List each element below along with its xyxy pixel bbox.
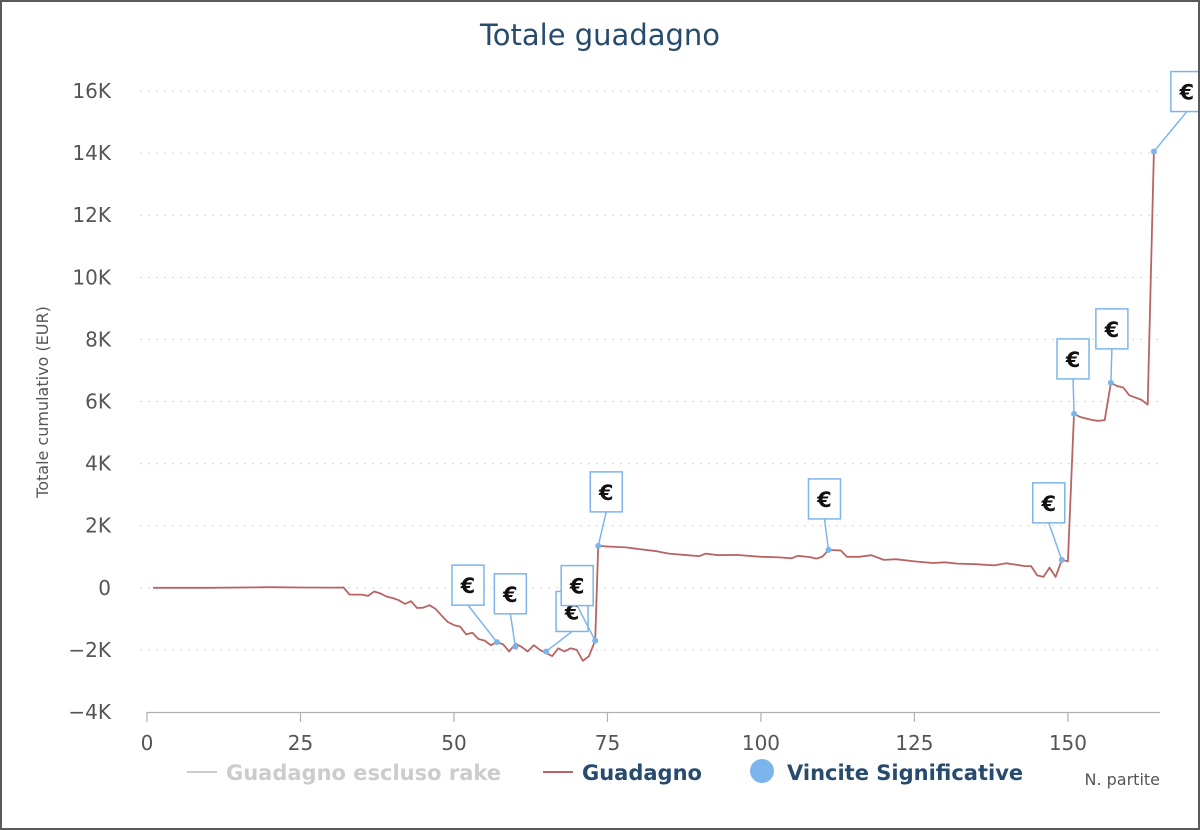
callout-box xyxy=(1032,482,1066,524)
callout-connector xyxy=(597,511,607,547)
y-tick-label: 16K xyxy=(72,79,111,103)
legend-dot-icon xyxy=(750,759,774,783)
y-tick-label: 0 xyxy=(98,576,111,600)
plot-lines xyxy=(153,151,1155,662)
grid-lines xyxy=(140,90,1160,651)
win-point[interactable] xyxy=(493,639,500,646)
significant-win-marker[interactable]: € xyxy=(1095,308,1129,386)
win-point[interactable] xyxy=(1058,556,1065,563)
y-tick-label: 2K xyxy=(85,514,112,538)
callout-box xyxy=(451,564,485,606)
callout-box xyxy=(560,564,594,607)
significant-win-marker[interactable]: € xyxy=(807,478,842,553)
callout-box xyxy=(493,573,528,615)
euro-icon: € xyxy=(1040,492,1056,516)
callout-box xyxy=(807,478,842,520)
callout-box xyxy=(1095,308,1129,350)
win-point[interactable] xyxy=(1150,148,1157,155)
win-point[interactable] xyxy=(1071,410,1078,417)
callout-connector xyxy=(1072,378,1075,414)
x-axis-title: N. partite xyxy=(1084,770,1160,789)
x-tick-label: 75 xyxy=(595,731,620,755)
callout-connector xyxy=(545,630,573,653)
x-tick-label: 0 xyxy=(141,731,154,755)
win-point[interactable] xyxy=(543,648,550,655)
y-tick-label: 14K xyxy=(72,141,111,165)
euro-icon: € xyxy=(460,574,476,598)
significant-win-marker[interactable]: € xyxy=(493,573,528,650)
y-tick-label: 10K xyxy=(72,265,111,289)
y-tick-label: 4K xyxy=(85,452,112,476)
x-tick-label: 25 xyxy=(288,731,313,755)
legend-label: Guadagno xyxy=(582,761,702,785)
callout-connector xyxy=(823,518,830,551)
chart-title: Totale guadagno xyxy=(479,18,720,52)
significant-win-marker[interactable]: € xyxy=(1150,70,1198,155)
euro-icon: € xyxy=(1104,318,1120,342)
callout-connector xyxy=(576,605,596,641)
y-axis-ticks: −4K −2K 0 2K 4K 6K 8K 10K 12K 14K 16K xyxy=(68,79,111,724)
callout-connector xyxy=(1048,522,1063,561)
callout-connector xyxy=(1110,348,1113,383)
significant-win-marker[interactable]: € xyxy=(1032,482,1066,563)
x-tick-label: 150 xyxy=(1049,731,1087,755)
y-tick-label: 12K xyxy=(72,203,111,227)
legend-item[interactable]: Guadagno xyxy=(543,761,702,785)
win-point[interactable] xyxy=(1107,379,1114,386)
callout-box xyxy=(1170,70,1198,113)
x-tick-label: 50 xyxy=(441,731,466,755)
significant-win-marker[interactable]: € xyxy=(1056,338,1090,417)
significant-win-marker[interactable]: € xyxy=(589,471,623,549)
euro-icon: € xyxy=(502,583,518,607)
series-line-guadagno[interactable] xyxy=(153,151,1155,662)
callout-connector xyxy=(467,604,498,643)
y-tick-label: −4K xyxy=(68,700,111,724)
euro-icon: € xyxy=(1179,81,1195,105)
x-tick-label: 100 xyxy=(742,731,780,755)
legend-label: Guadagno escluso rake xyxy=(226,761,501,785)
y-tick-label: 6K xyxy=(85,390,112,414)
y-tick-label: −2K xyxy=(68,638,111,662)
win-point[interactable] xyxy=(592,637,599,644)
callout-connector xyxy=(509,613,517,647)
legend-label: Vincite Significative xyxy=(787,761,1023,785)
significant-win-marker[interactable]: € xyxy=(451,564,500,646)
euro-icon: € xyxy=(598,481,614,505)
euro-icon: € xyxy=(816,488,832,512)
win-point[interactable] xyxy=(595,542,602,549)
euro-icon: € xyxy=(1065,348,1081,372)
callout-box xyxy=(589,471,623,513)
legend[interactable]: Guadagno escluso rake Guadagno Vincite Sig… xyxy=(187,759,1023,785)
win-point[interactable] xyxy=(825,546,832,553)
legend-item[interactable]: Guadagno escluso rake xyxy=(187,761,501,785)
legend-item[interactable]: Vincite Significative xyxy=(750,759,1023,785)
callout-box xyxy=(1056,338,1090,380)
y-axis-title: Totale cumulativo (EUR) xyxy=(33,306,52,499)
euro-icon: € xyxy=(564,600,580,624)
x-tick-label: 125 xyxy=(895,731,933,755)
significant-wins-markers[interactable]: €€€€€€€€€€ xyxy=(451,70,1198,655)
win-point[interactable] xyxy=(512,643,519,650)
x-axis: 0 25 50 75 100 125 150 xyxy=(141,711,1160,755)
significant-win-marker[interactable]: € xyxy=(560,564,599,644)
euro-icon: € xyxy=(569,575,585,599)
callout-connector xyxy=(1153,111,1188,153)
y-tick-label: 8K xyxy=(85,327,112,351)
